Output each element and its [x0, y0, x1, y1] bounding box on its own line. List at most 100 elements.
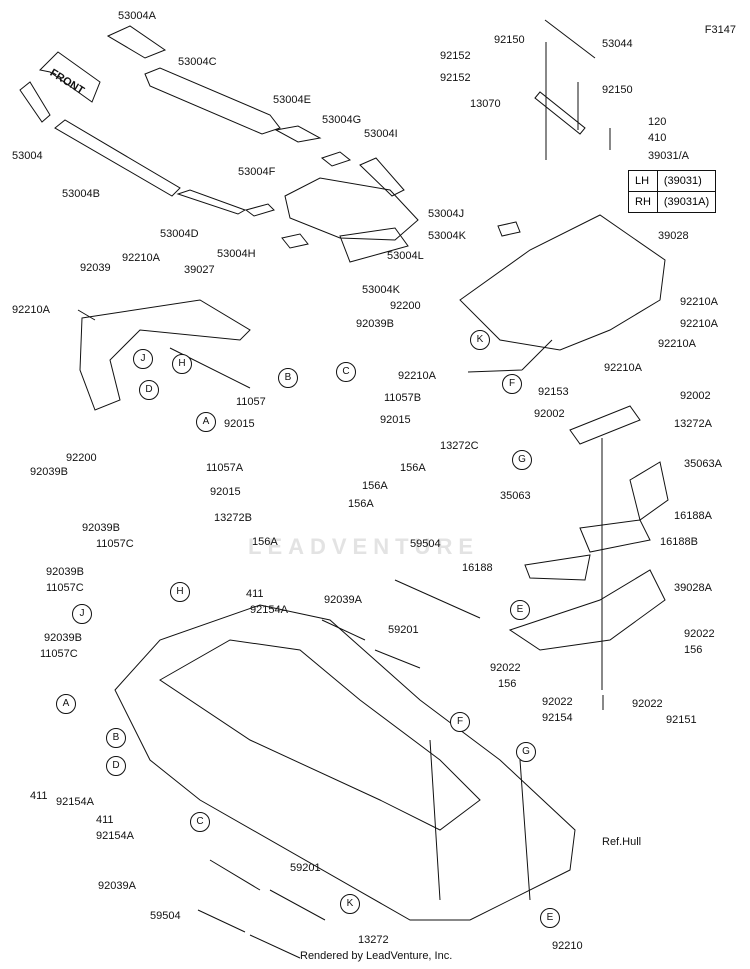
mat-53004F	[244, 203, 275, 217]
part-label: 92015	[210, 486, 241, 498]
mat-53004A	[106, 25, 167, 59]
part-label: 156A	[362, 480, 388, 492]
figure-code: F3147	[704, 24, 736, 36]
part-label: 16188A	[674, 510, 712, 522]
strip-59201-top	[321, 619, 421, 669]
part-label: 92039	[80, 262, 111, 274]
part-label: 53004B	[62, 188, 100, 200]
part-label: 92210A	[658, 338, 696, 350]
part-label: 53004	[12, 150, 43, 162]
side-cell: LH	[628, 170, 658, 192]
hull-inner	[159, 639, 481, 831]
callout: H	[170, 582, 190, 602]
callout: C	[190, 812, 210, 832]
part-label: 11057C	[40, 648, 78, 660]
part-label: 53004E	[273, 94, 311, 106]
part-label: 53004G	[322, 114, 362, 126]
part-label: 92152	[440, 50, 471, 62]
cover-39028A	[508, 569, 666, 651]
part-label: 92150	[494, 34, 525, 46]
strip-59504-bottom	[197, 909, 301, 959]
part-label: 92150	[602, 84, 633, 96]
part-label: 92210A	[12, 304, 50, 316]
part-label: 92015	[224, 418, 255, 430]
part-label: 92153	[538, 386, 569, 398]
part-label: 92210	[552, 940, 583, 952]
callout: J	[133, 349, 153, 369]
bracket-13272A	[569, 405, 641, 445]
part-label: Ref.Hull	[602, 836, 642, 848]
part-label: 410	[648, 132, 667, 144]
part-label: 59201	[290, 862, 321, 874]
callout: F	[450, 712, 470, 732]
mat-53004I	[359, 157, 405, 197]
watermark: LEADVENTURE	[248, 534, 480, 559]
handrail-39027	[79, 299, 251, 411]
part-label: 11057B	[384, 392, 422, 404]
part-label: 53004F	[238, 166, 276, 178]
part-label: 92022	[632, 698, 663, 710]
footer-credit: Rendered by LeadVenture, Inc.	[300, 950, 453, 962]
part-label: 92152	[440, 72, 471, 84]
part-label: 53004J	[428, 208, 465, 220]
part-label: 92154A	[56, 796, 94, 808]
part-label: 39028A	[674, 582, 712, 594]
mat-53004	[19, 81, 51, 123]
part-label: 53004A	[118, 10, 156, 22]
part-label: 35063	[500, 490, 531, 502]
part-label: 92200	[66, 452, 97, 464]
callout: G	[512, 450, 532, 470]
strip-13070	[534, 91, 586, 135]
part-label: 13272B	[214, 512, 252, 524]
part-label: 92039A	[324, 594, 362, 606]
part-label: 92151	[666, 714, 697, 726]
strip-59201-bottom	[209, 859, 326, 921]
part-label: 156A	[252, 536, 278, 548]
cover-16188A	[629, 461, 669, 521]
part-label: 92039B	[44, 632, 82, 644]
part-label: 39031/A	[648, 150, 689, 162]
mat-53004B	[54, 119, 181, 197]
part-label: 411	[246, 588, 264, 600]
part-label: 59504	[410, 538, 441, 550]
part-label: 411	[30, 790, 48, 802]
part-label: 53004C	[178, 56, 217, 68]
part-label: 53004H	[217, 248, 256, 260]
part-label: 13070	[470, 98, 501, 110]
front-arrow	[38, 51, 101, 103]
part-label: 92039B	[82, 522, 120, 534]
mat-53004E	[274, 125, 322, 143]
part-label: 53004L	[387, 250, 424, 262]
mat-53004J	[284, 177, 419, 241]
part-label: 53004D	[160, 228, 199, 240]
part-label: 92022	[542, 696, 573, 708]
callout: G	[516, 742, 536, 762]
part-label: 411	[96, 814, 114, 826]
part-label: 92039B	[356, 318, 394, 330]
callout: F	[502, 374, 522, 394]
part-label: 120	[648, 116, 667, 128]
lh-rh-table: LH (39031) RH (39031A)	[628, 170, 717, 213]
part-label: 156A	[400, 462, 426, 474]
callout: B	[106, 728, 126, 748]
part-label: 92210A	[680, 318, 718, 330]
callout: D	[139, 380, 159, 400]
side-cell: RH	[628, 191, 658, 213]
callout: K	[340, 894, 360, 914]
callout: A	[56, 694, 76, 714]
callout: E	[510, 600, 530, 620]
part-label: 11057	[236, 396, 266, 408]
part-label: 92200	[390, 300, 421, 312]
part-cell: (39031)	[656, 170, 717, 192]
mat-53004H	[281, 233, 309, 249]
callout: K	[470, 330, 490, 350]
part-label: 53004I	[364, 128, 398, 140]
part-label: 53044	[602, 38, 633, 50]
part-label: 39028	[658, 230, 689, 242]
callout: A	[196, 412, 216, 432]
part-label: 11057C	[46, 582, 84, 594]
part-label: 92210A	[122, 252, 160, 264]
part-cell: (39031A)	[656, 191, 717, 213]
mat-53004C	[144, 67, 281, 135]
